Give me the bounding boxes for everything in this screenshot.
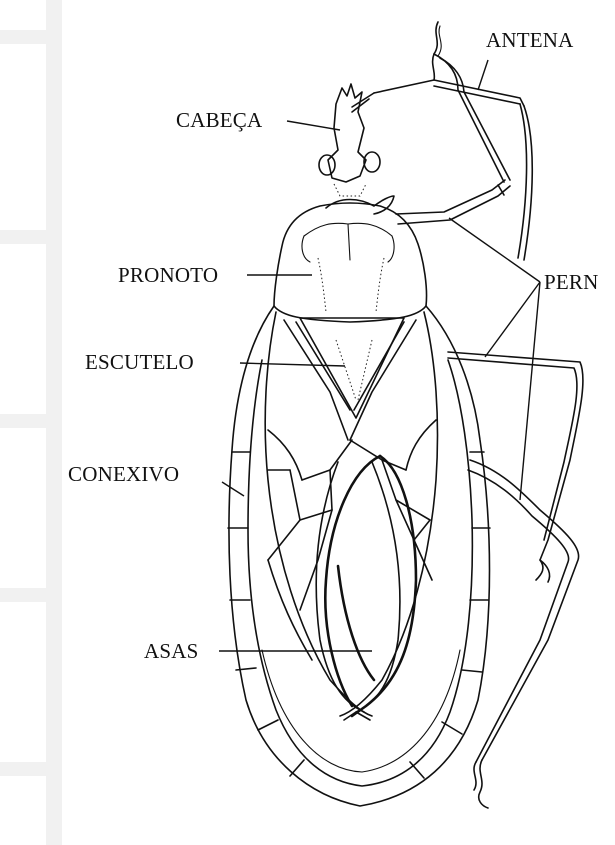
pronotum bbox=[274, 203, 427, 322]
front-leg bbox=[396, 180, 510, 224]
hind-legs bbox=[448, 352, 583, 808]
label-conexivo: CONEXIVO bbox=[68, 462, 179, 486]
antennae bbox=[352, 22, 532, 260]
label-cabeca: CABEÇA bbox=[176, 108, 263, 132]
wings bbox=[265, 312, 437, 720]
label-pernas: PERN bbox=[544, 270, 598, 294]
label-pronoto: PRONOTO bbox=[118, 263, 218, 287]
label-escutelo: ESCUTELO bbox=[85, 350, 194, 374]
label-antena: ANTENA bbox=[486, 28, 574, 52]
label-asas: ASAS bbox=[144, 639, 199, 663]
